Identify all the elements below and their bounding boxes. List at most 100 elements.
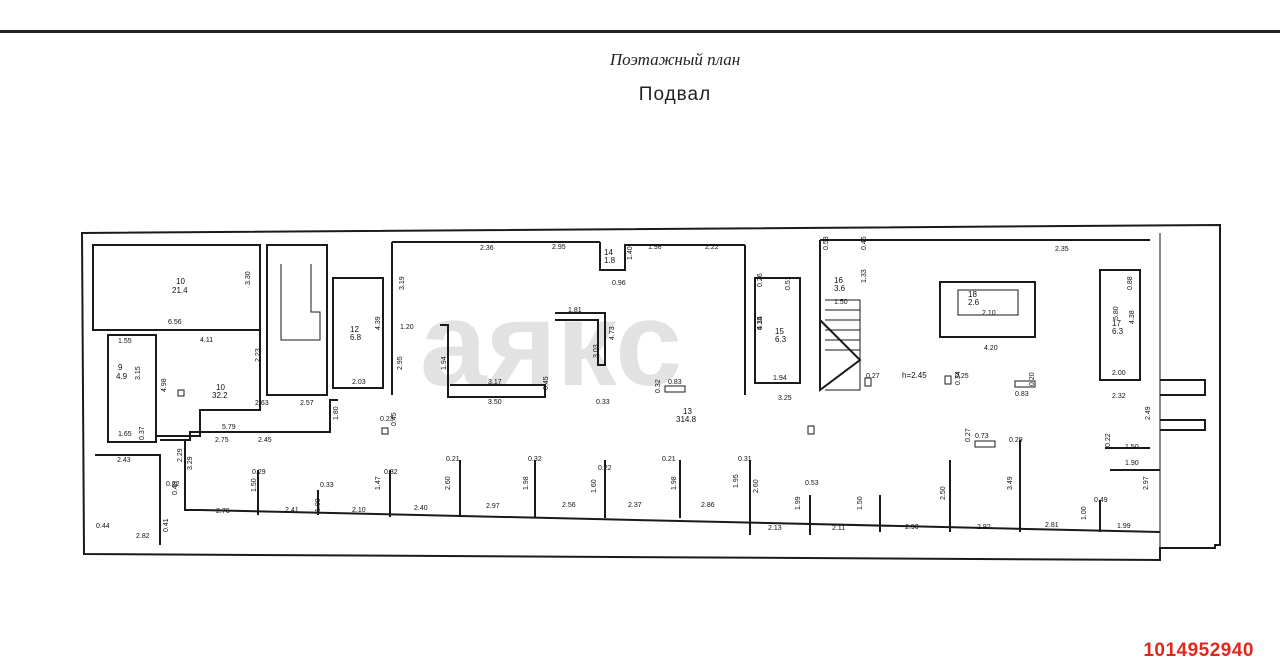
dimension-label: 2.97: [486, 503, 500, 510]
dimension-label: 1.00: [315, 498, 322, 512]
dimension-label: 0.27: [965, 428, 972, 442]
dimension-label: 0.32: [528, 456, 542, 463]
room-area: 6.3: [1112, 327, 1124, 336]
dimension-label: 2.45: [258, 437, 272, 444]
room-area: 21.4: [172, 286, 188, 295]
plan-title: Поэтажный план: [609, 50, 741, 69]
dimension-label: 0.32: [655, 379, 662, 393]
dimension-label: 0.83: [1015, 391, 1029, 398]
dimension-label: 3.03: [593, 344, 600, 358]
dimension-label: 0.23: [380, 416, 394, 423]
dimension-label: 4.73: [609, 326, 616, 340]
columns: [177, 375, 1036, 448]
dimension-label: 2.75: [215, 437, 229, 444]
dimension-label: 1.47: [375, 476, 382, 490]
dimension-label: 2.95: [397, 356, 404, 370]
dimension-label: 2.81: [1045, 522, 1059, 529]
dimension-label: 2.00: [1112, 370, 1126, 377]
dimension-label: 1.33: [861, 269, 868, 283]
room-walls: [92, 239, 1206, 545]
dimension-label: 2.57: [300, 400, 314, 407]
dimension-label: 0.49: [1094, 497, 1108, 504]
dimension-label: 3.25: [778, 395, 792, 402]
dimension-label: 0.37: [139, 426, 146, 440]
dimension-label: 3.19: [399, 276, 406, 290]
dimension-label: 0.31: [738, 456, 752, 463]
dimension-label: 4.98: [161, 378, 168, 392]
dimension-label: 2.56: [562, 502, 576, 509]
dimension-label: 1.99: [795, 496, 802, 510]
room-area: 32.2: [212, 391, 228, 400]
dimension-label: 4.38: [1129, 310, 1136, 324]
dimension-label: 2.60: [753, 479, 760, 493]
dimension-label: 2.86: [701, 502, 715, 509]
dimension-label: 0.96: [612, 280, 626, 287]
dimension-label: 3.50: [488, 399, 502, 406]
dimension-label: 1.90: [1125, 460, 1139, 467]
dimension-label: 5.79: [222, 424, 236, 431]
dimension-label: 0.22: [166, 481, 180, 488]
dimension-label: 0.21: [446, 456, 460, 463]
room-area: 314.8: [676, 415, 697, 424]
dimension-label: 6.15: [757, 316, 764, 330]
dimension-label: 1.50: [1125, 444, 1139, 451]
dimension-label: 2.82: [136, 533, 150, 540]
dimension-label: 4.34: [757, 316, 764, 330]
dimension-label: 6.56: [168, 319, 182, 326]
dimension-label: 2.35: [1055, 246, 1069, 253]
room-number: 14: [604, 248, 613, 257]
dimension-label: 2.76: [216, 508, 230, 515]
room-area: 6.3: [775, 335, 787, 344]
room-area: 2.6: [968, 298, 980, 307]
dimension-label: 2.43: [117, 457, 131, 464]
room-area: 6.8: [350, 333, 362, 342]
dimension-label: 0.88: [1127, 276, 1134, 290]
dimension-label: 5.80: [1113, 306, 1120, 320]
dimension-label: 0.29: [252, 469, 266, 476]
dimension-label: 2.95: [552, 244, 566, 251]
dimension-label: 1.80: [333, 406, 340, 420]
dimension-label: 2.13: [768, 525, 782, 532]
dimension-label: 2.50: [940, 486, 947, 500]
dimension-label: 0.33: [596, 399, 610, 406]
dimension-label: 4.39: [375, 316, 382, 330]
room-number: 18: [968, 290, 977, 299]
dimension-label: 2.90: [905, 524, 919, 531]
dimension-label: 1.00: [1081, 506, 1088, 520]
dimension-label: 1.50: [251, 478, 258, 492]
dimension-label: 0.26: [757, 273, 764, 287]
dimension-label: 1.98: [648, 244, 662, 251]
dimension-label: 0.33: [320, 482, 334, 489]
dimension-label: 0.22: [598, 465, 612, 472]
dimension-label: 1.65: [118, 431, 132, 438]
dimension-label: 4.20: [984, 345, 998, 352]
room-number: 12: [350, 325, 359, 334]
dimension-label: 2.92: [977, 524, 991, 531]
dimension-label: 3.15: [135, 366, 142, 380]
floor-label: Подвал: [638, 84, 712, 105]
dimension-label: 0.45: [861, 236, 868, 250]
dimension-label: 2.22: [705, 244, 719, 251]
dimension-label: 1.20: [400, 324, 414, 331]
dimension-label: 0.29: [1009, 437, 1023, 444]
dimension-label: 0.45: [391, 412, 398, 426]
watermark: аякс: [420, 277, 682, 411]
dimension-label: 1.99: [1117, 523, 1131, 530]
dimension-label: 0.32: [384, 469, 398, 476]
dimension-label: 1.50: [834, 299, 848, 306]
dimension-label: 1.50: [857, 496, 864, 510]
dimension-label: 2.41: [285, 507, 299, 514]
room-area: 4.9: [116, 372, 128, 381]
dimension-label: 2.23: [255, 348, 262, 362]
dimension-label: 1.95: [733, 474, 740, 488]
dimension-label: 0.45: [543, 376, 550, 390]
dimension-label: 2.60: [445, 476, 452, 490]
room-labels: 10 21.4 12 6.8 9 4.9 10 32.2 14 1.8 15 6…: [116, 248, 1124, 424]
dimension-label: 0.73: [975, 433, 989, 440]
dimension-label: 0.41: [163, 518, 170, 532]
dimension-labels: 3.306.564.111.553.154.982.231.652.635.79…: [96, 236, 1152, 540]
dimension-label: 0.51: [785, 276, 792, 290]
dimension-label: 2.36: [480, 245, 494, 252]
dimension-label: 1.94: [441, 356, 448, 370]
dimension-label: 0.53: [805, 480, 819, 487]
